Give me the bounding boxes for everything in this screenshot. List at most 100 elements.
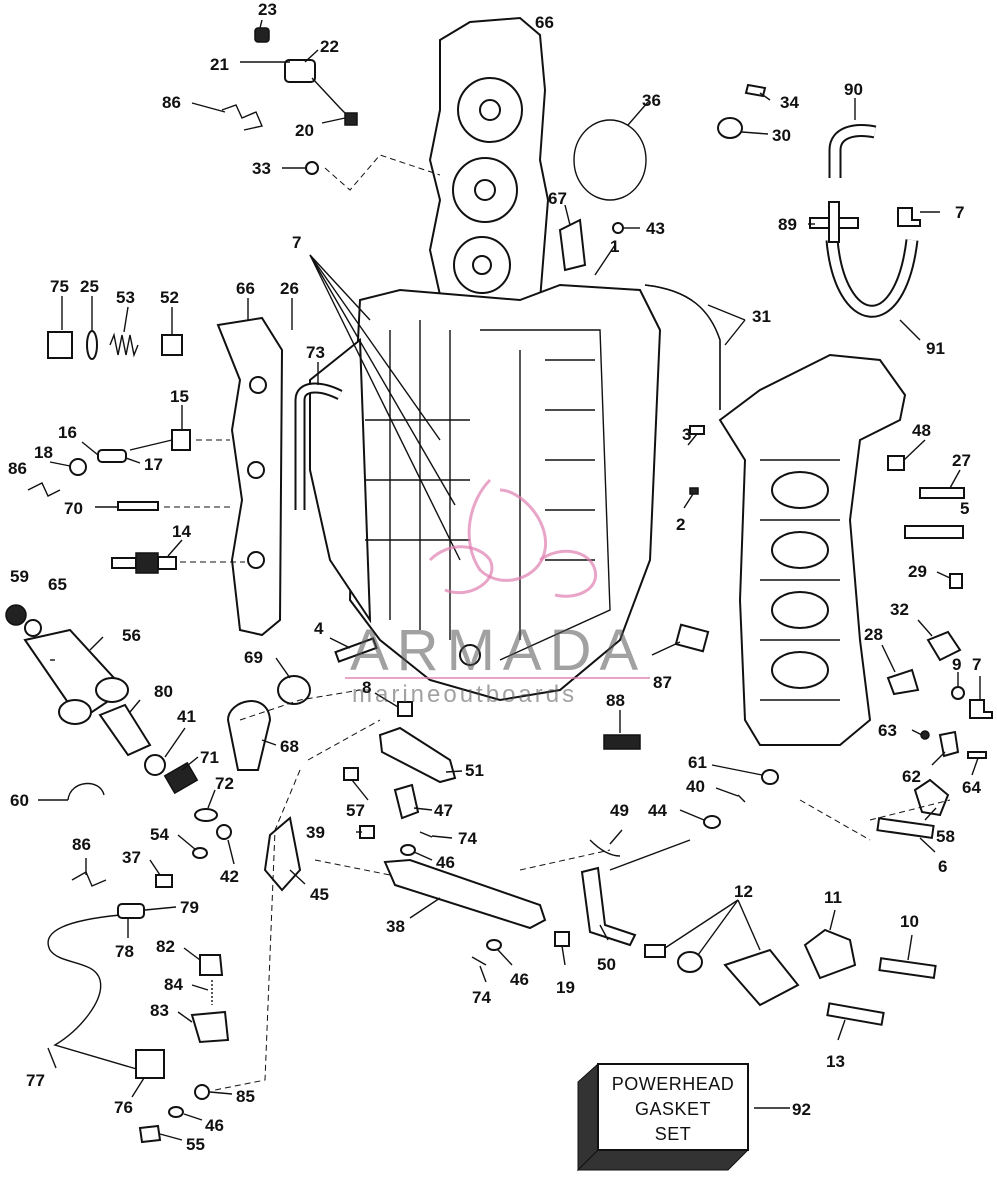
- callout-label: 22: [320, 37, 339, 56]
- screw-37: [155, 874, 173, 888]
- callout-label: 91: [926, 339, 945, 358]
- callout-label: 39: [306, 823, 325, 842]
- cotter-pin-49: [589, 839, 621, 857]
- part-41: [144, 754, 166, 776]
- callout-label: 15: [170, 387, 189, 406]
- callout-label: 13: [826, 1052, 845, 1071]
- pin-74-bottom: [471, 956, 487, 966]
- callout-labels: 23 21 22 86 20 33 66 36 34 30 90 67 43 1…: [8, 0, 981, 1154]
- spark-plug-14: [111, 552, 177, 574]
- fitting-9: [951, 686, 965, 700]
- plug-19: [554, 931, 570, 947]
- screw-57: [343, 767, 359, 781]
- o-ring: [573, 119, 647, 201]
- callout-label: 38: [386, 917, 405, 936]
- washer-69: [277, 675, 311, 705]
- elbow-7-right: [969, 699, 993, 719]
- part-63: [920, 730, 930, 740]
- boot-80: [98, 703, 152, 757]
- callout-label: 7: [292, 233, 301, 252]
- callout-label: 30: [772, 126, 791, 145]
- bolt-13: [826, 1002, 885, 1026]
- callout-label: 83: [150, 1001, 169, 1020]
- kit-box-line-2: GASKET: [635, 1099, 711, 1119]
- bolt-27: [919, 487, 965, 499]
- side-cover: [216, 316, 284, 637]
- cam-47: [393, 783, 420, 820]
- screw-85: [194, 1084, 210, 1100]
- cap-23: [254, 27, 270, 43]
- callout-label: 86: [72, 835, 91, 854]
- callout-label: 68: [280, 737, 299, 756]
- callout-label: 3: [682, 425, 691, 444]
- nut-55: [138, 1124, 162, 1144]
- wire-harness-77: [47, 914, 141, 1071]
- callout-label: 48: [912, 421, 931, 440]
- callout-label: 43: [646, 219, 665, 238]
- callout-label: 67: [548, 189, 567, 208]
- callout-label: 78: [115, 942, 134, 961]
- callout-label: 16: [58, 423, 77, 442]
- callout-label: 92: [792, 1100, 811, 1119]
- ignition-coil-56: [23, 628, 129, 725]
- strap-60: [67, 782, 105, 801]
- callout-label: 65: [48, 575, 67, 594]
- throttle-arm-38: [383, 858, 547, 930]
- callout-label: 7: [955, 203, 964, 222]
- callout-label: 34: [780, 93, 799, 112]
- callout-label: 84: [164, 975, 183, 994]
- callout-label: 46: [436, 853, 455, 872]
- washer-65: [24, 619, 42, 637]
- screw-64: [967, 751, 987, 759]
- washer-46-bottom: [168, 1106, 184, 1118]
- clip-86-top: [221, 104, 263, 131]
- bracket-45: [263, 816, 302, 892]
- sensor-78: [117, 903, 145, 919]
- callout-label: 8: [362, 678, 371, 697]
- callout-label: 63: [878, 721, 897, 740]
- callout-label: 40: [686, 777, 705, 796]
- kit-box-line-3: SET: [655, 1124, 692, 1144]
- callout-label: 74: [472, 988, 491, 1007]
- callout-label: 33: [252, 159, 271, 178]
- callout-label: 14: [172, 522, 191, 541]
- callout-label: 62: [902, 767, 921, 786]
- callout-label: 29: [908, 562, 927, 581]
- callout-label: 44: [648, 801, 667, 820]
- callout-label: 51: [465, 761, 484, 780]
- callout-label: 61: [688, 753, 707, 772]
- callout-label: 42: [220, 867, 239, 886]
- dowel-3: [689, 425, 705, 435]
- sensor-15: [129, 429, 191, 451]
- callout-label: 36: [642, 91, 661, 110]
- connector-17: [97, 449, 127, 463]
- assembly-lines: [164, 154, 951, 1091]
- clip-86-bottom: [71, 871, 107, 887]
- callout-label: 23: [258, 0, 277, 19]
- callout-label: 60: [10, 791, 29, 810]
- link-arm-51: [378, 726, 457, 784]
- callout-label: 72: [215, 774, 234, 793]
- callout-label: 89: [778, 215, 797, 234]
- callout-label: 5: [960, 499, 969, 518]
- callout-label: 25: [80, 277, 99, 296]
- callout-label: 12: [734, 882, 753, 901]
- fitting-28: [886, 668, 920, 696]
- callout-label: 64: [962, 778, 981, 797]
- cover-32: [926, 630, 962, 662]
- callout-label: 31: [752, 307, 771, 326]
- screw-70: [117, 501, 159, 511]
- callout-label: 53: [116, 288, 135, 307]
- callout-label: 9: [952, 655, 961, 674]
- callout-label: 74: [458, 829, 477, 848]
- elbow-fitting: [897, 207, 921, 227]
- callout-label: 4: [314, 619, 324, 638]
- watermark-tagline: marineoutboards: [352, 681, 577, 708]
- sleeve-87: [674, 623, 710, 653]
- callout-label: 27: [952, 451, 971, 470]
- callout-label: 47: [434, 801, 453, 820]
- callout-label: 73: [306, 343, 325, 362]
- callout-label: 59: [10, 567, 29, 586]
- exhaust-manifold: [718, 353, 907, 746]
